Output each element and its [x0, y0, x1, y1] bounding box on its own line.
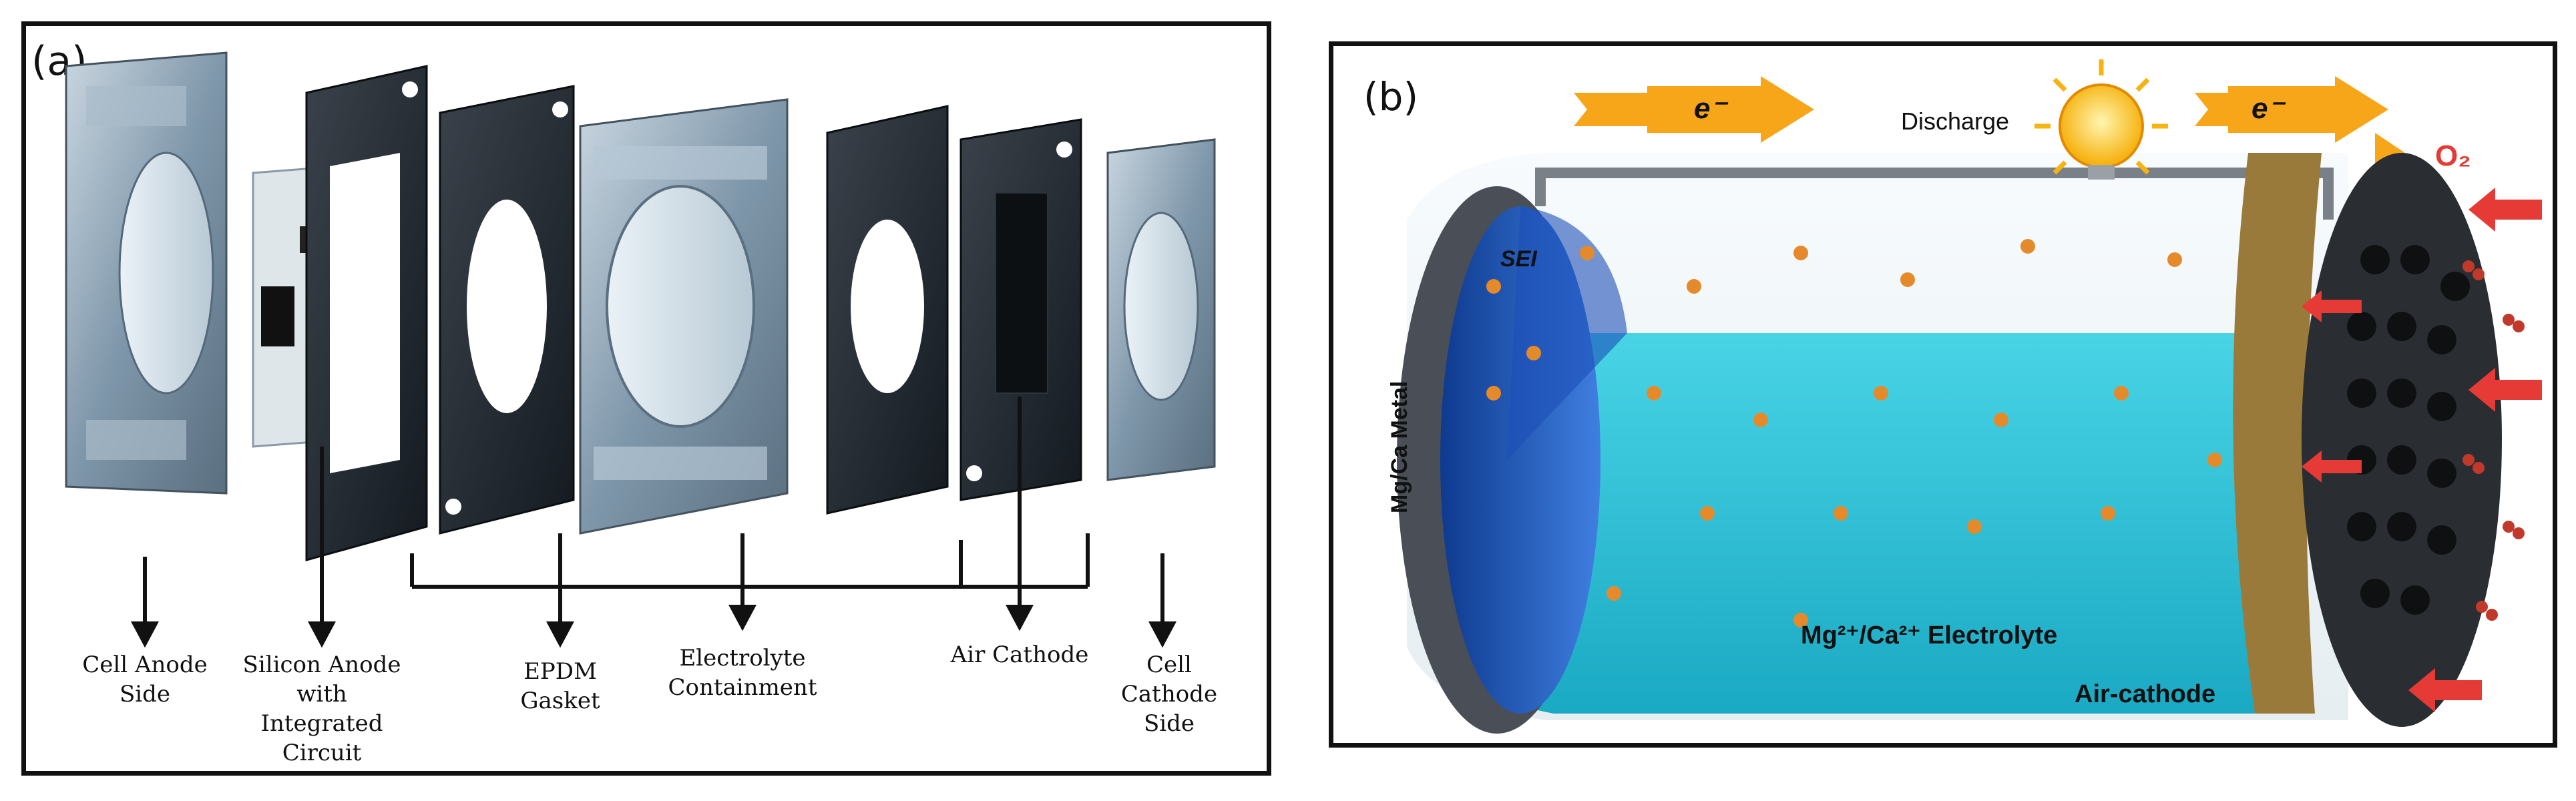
label-line: Cell Cathode — [1120, 651, 1218, 708]
oxygen-arrows — [2302, 188, 2542, 712]
battery-drawing — [1397, 59, 2542, 734]
cell-anode-block — [65, 51, 228, 495]
sei-layer — [1507, 206, 1627, 460]
label-epdm-gasket: EPDM Gasket — [493, 657, 627, 716]
group-bracket — [410, 533, 1090, 589]
cathode-label: Air-cathode — [2075, 680, 2216, 708]
discharge-label: Discharge — [1901, 107, 2010, 135]
label-line: Cell Anode — [82, 651, 208, 678]
label-line: EPDM — [523, 658, 597, 685]
air-cathode-disk — [2302, 153, 2502, 727]
gasket-plate-2 — [826, 105, 949, 515]
electrolyte-label: Mg²⁺/Ca²⁺ Electrolyte — [1801, 621, 2058, 649]
electron-label-right: e⁻ — [2251, 92, 2284, 125]
leader-arrows — [131, 396, 1176, 648]
cell-cathode-block — [1106, 138, 1216, 481]
label-line: Silicon Anode — [242, 651, 401, 678]
label-silicon-anode: Silicon Anode with Integrated Circuit — [235, 650, 409, 768]
sei-label: SEI — [1500, 246, 1537, 272]
air-cathode-plate — [959, 118, 1082, 501]
porous-layer — [2233, 153, 2322, 714]
label-electrolyte-containment: Electrolyte Containment — [656, 643, 829, 702]
label-air-cathode: Air Cathode — [946, 640, 1093, 670]
oxygen-molecules — [2462, 260, 2525, 621]
panel-b-tag: (b) — [1363, 74, 1419, 119]
metal-label: Mg/Ca Metal — [1387, 380, 1412, 513]
external-wire — [1535, 168, 2334, 220]
electron-label-left: e⁻ — [1694, 92, 1726, 125]
electrolyte-region — [1467, 333, 2255, 714]
label-line: Containment — [668, 674, 817, 701]
ion-particles — [1486, 239, 2222, 627]
label-line: with Integrated — [260, 681, 383, 737]
bulb-icon — [2034, 59, 2168, 180]
label-line: Side — [1143, 710, 1195, 737]
epdm-gasket-plate — [439, 85, 575, 535]
panel-b-battery-schematic: (b) e⁻ e⁻ Discharge O₂ SEI Mg²⁺/Ca²⁺ Ele… — [1329, 41, 2557, 748]
label-line: Gasket — [520, 688, 600, 714]
label-line: Air Cathode — [950, 641, 1089, 668]
label-cell-cathode-side: Cell Cathode Side — [1096, 650, 1243, 738]
label-line: Circuit — [282, 740, 362, 766]
label-line: Side — [119, 681, 171, 708]
electron-flow-left — [1574, 76, 1814, 143]
gasket-plate-1 — [305, 65, 428, 561]
panel-a-exploded-cell: (a) — [21, 21, 1271, 776]
oxygen-label: O₂ — [2435, 140, 2471, 172]
exploded-cell-drawing — [65, 51, 1216, 648]
label-cell-anode-side: Cell Anode Side — [78, 650, 212, 709]
electrolyte-containment-block — [579, 98, 789, 535]
label-line: Electrolyte — [679, 645, 806, 672]
